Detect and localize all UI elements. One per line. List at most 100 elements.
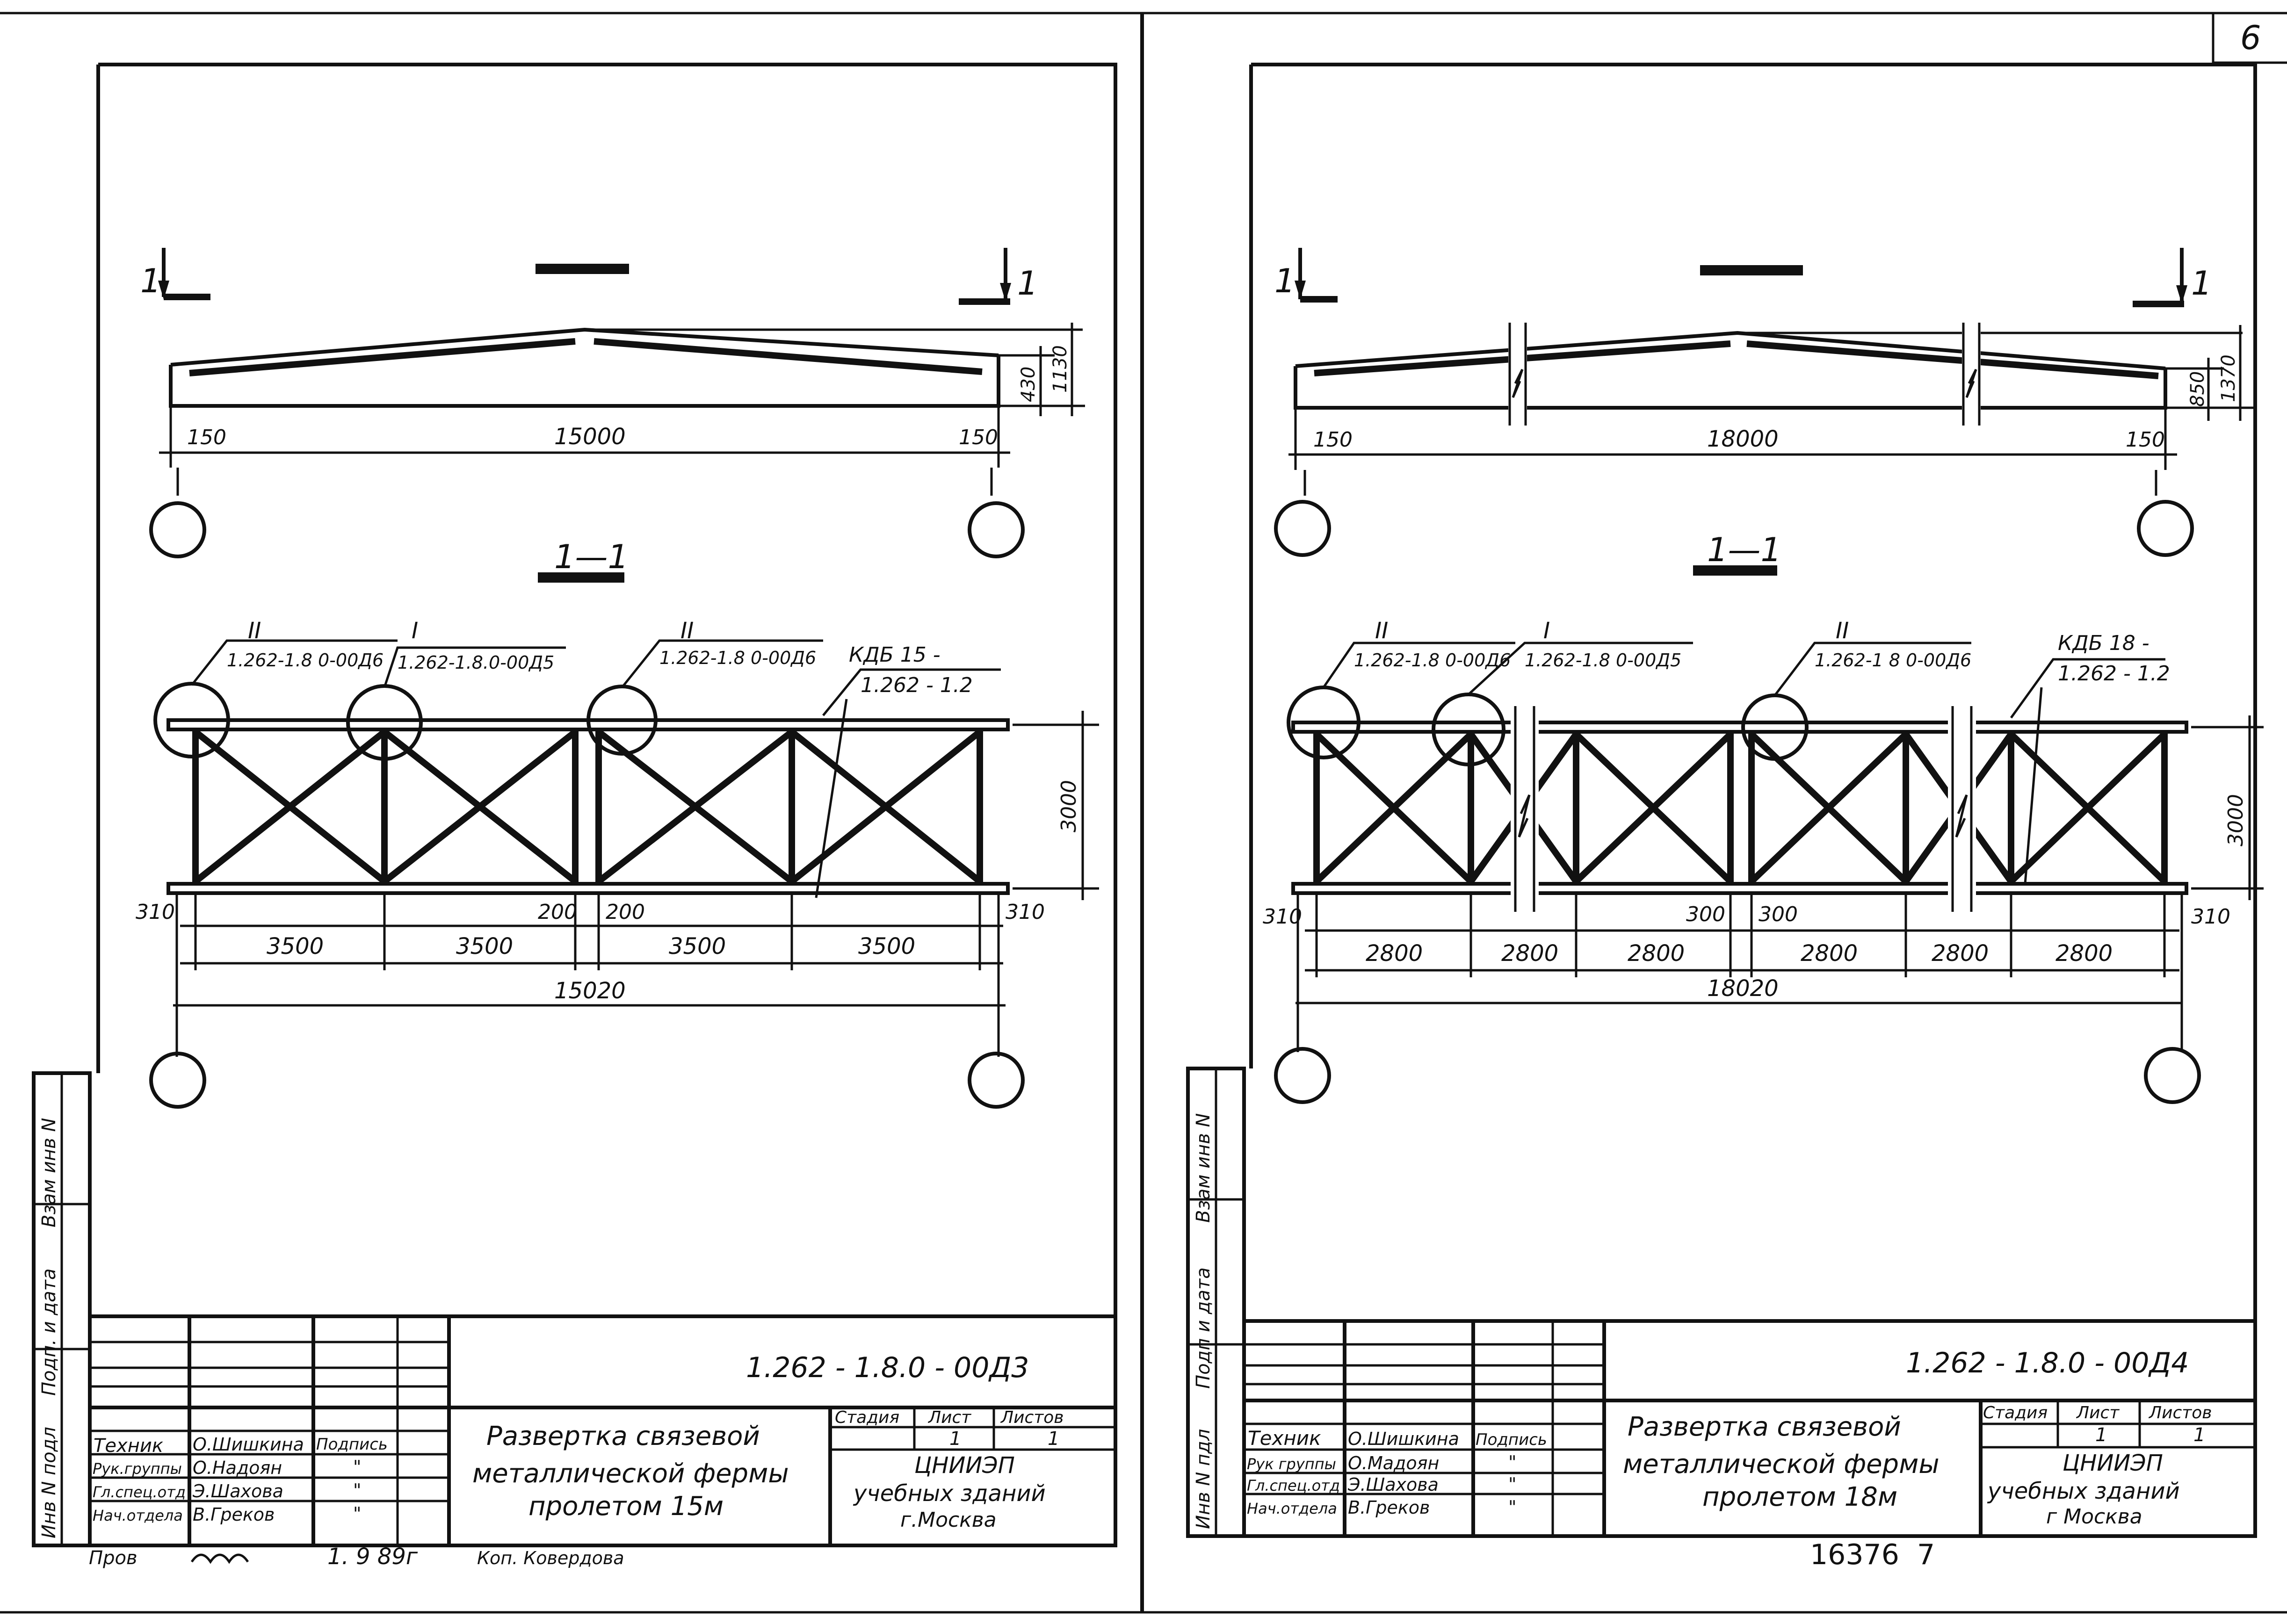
side-strip-left: Инв N подл Подп. и дата Взам инв N: [32, 1071, 92, 1547]
callout-code: 1.262-1.8 0-00Д6: [1354, 650, 1511, 671]
section-height: 3000: [2224, 794, 2248, 846]
org-line: г Москва: [2046, 1505, 2142, 1529]
sheets-value: 1: [2193, 1424, 2205, 1446]
panel-dim: 3500: [858, 933, 915, 960]
org-line: ЦНИИЭП: [2063, 1450, 2163, 1476]
sign-mark: ": [1508, 1452, 1516, 1472]
end-height-right: 850: [2187, 371, 2208, 407]
check-date: 1. 9 89г: [327, 1544, 418, 1570]
section-mark-left: 1: [140, 262, 161, 300]
callout-code: 1.262-1.8 0-00Д5: [1525, 650, 1681, 671]
frame-left: [90, 63, 1117, 1547]
kdb-code: 1.262 - 1.2: [861, 673, 973, 697]
sheet-left: Инв N подл Подп. и дата Взам инв N 1 1: [32, 63, 1117, 1570]
title-line: Развертка связевой: [486, 1421, 760, 1451]
stamp-role: Техник: [94, 1435, 163, 1457]
callout-roman: I: [412, 618, 418, 644]
panel-dim: 3500: [267, 933, 324, 960]
title-block-right: 1.262 - 1.8.0 - 00Д4 Техник Рук группы Г…: [1244, 1319, 2255, 1536]
section-height: 3000: [1057, 780, 1081, 832]
section-mark-right: 1: [2191, 264, 2212, 303]
sheet-value: 1: [2095, 1424, 2107, 1446]
title-line: металлической фермы: [1623, 1449, 1940, 1480]
archive-number: 16376 7: [1810, 1538, 1935, 1571]
overhang-left: 310: [136, 900, 175, 924]
section-title: 1—1: [554, 538, 629, 576]
section-mark-left: 1: [1274, 262, 1295, 300]
axis-marker: [2137, 500, 2194, 557]
stamp-name: Э.Шахова: [1347, 1474, 1439, 1495]
stamp-name: О.Шишкина: [193, 1434, 304, 1455]
sheets-label: Листов: [1000, 1408, 1064, 1427]
callout-roman: II: [1375, 618, 1388, 644]
checked-by: Пров: [89, 1547, 138, 1569]
panel-dim: 2800: [1932, 940, 1989, 967]
stamp-role: Гл.спец.отд: [93, 1483, 186, 1501]
side-label-sign: Подп и дата: [1193, 1267, 1214, 1389]
stamp-name: Э.Шахова: [192, 1481, 283, 1501]
axis-marker: [968, 501, 1025, 558]
sign-mark: ": [1508, 1497, 1516, 1517]
section-right: 1—1: [1263, 531, 2264, 1104]
overhang-left: 310: [1263, 905, 1302, 929]
ridge-height-right: 1370: [2218, 354, 2239, 402]
page-number-box: 6: [2212, 13, 2287, 64]
stamp-name: О.Шишкина: [1348, 1429, 1459, 1449]
total-dim: 18020: [1707, 975, 1779, 1002]
gap-right: 200: [606, 900, 645, 924]
axis-marker: [2144, 1047, 2201, 1104]
stage-label: Стадия: [835, 1408, 899, 1427]
title-block-left: 1.262 - 1.8.0 - 00Д3 Техник Рук.группы Г…: [90, 1314, 1115, 1545]
overhang-right: 310: [2191, 905, 2230, 929]
sign-header: Подпись: [316, 1435, 388, 1454]
callout-roman: II: [1836, 618, 1849, 644]
span-dim: 18000: [1707, 426, 1779, 452]
sheet-right: Инв N пдл Подп и дата Взам инв N: [1186, 63, 2264, 1571]
title-line: Развертка связевой: [1628, 1412, 1901, 1442]
section-left: 1—1: [136, 538, 1099, 1109]
end-left-dim: 150: [1313, 428, 1353, 452]
side-label-replace: Взам инв N: [38, 1118, 60, 1227]
signature: [190, 1553, 249, 1564]
axis-marker: [1274, 1047, 1331, 1104]
stamp-role: Рук.группы: [93, 1460, 182, 1478]
side-label-replace: Взам инв N: [1193, 1113, 1214, 1223]
org-line: ЦНИИЭП: [914, 1452, 1015, 1479]
stamp-role: Нач.отдела: [1247, 1500, 1337, 1517]
panel-dim: 3500: [456, 933, 513, 960]
panel-dim: 2800: [2055, 940, 2113, 967]
kdb-label: КДБ 18 -: [2058, 631, 2149, 655]
drawing-code: 1.262 - 1.8.0 - 00Д4: [1906, 1347, 2189, 1379]
callout-roman: II: [248, 618, 261, 644]
stamp-role: Гл.спец.отд: [1247, 1477, 1340, 1494]
copy-by: Коп. Ковердова: [477, 1548, 624, 1568]
sign-mark: ": [353, 1480, 361, 1501]
panel-dim: 2800: [1628, 940, 1685, 967]
title-line: металлической фермы: [472, 1458, 789, 1489]
callout-roman: I: [1543, 618, 1550, 644]
side-strip-right: Инв N пдл Подп и дата Взам инв N: [1186, 1067, 1246, 1538]
callout-code: 1.262-1.8.0-00Д5: [398, 652, 554, 673]
sign-mark: ": [1508, 1474, 1516, 1494]
callout-code: 1.262-1.8 0-00Д6: [659, 648, 816, 668]
sheets-value: 1: [1048, 1428, 1059, 1450]
end-right-dim: 150: [2126, 428, 2165, 452]
section-title: 1—1: [1707, 531, 1781, 569]
ridge-height-left: 1130: [1049, 345, 1071, 393]
total-dim: 15020: [554, 978, 626, 1004]
panel-dim: 2800: [1801, 940, 1858, 967]
panel-dim: 3500: [669, 933, 726, 960]
stamp-name: В.Греков: [1348, 1497, 1430, 1518]
kdb-code: 1.262 - 1.2: [2058, 662, 2170, 686]
page-number: 6: [2240, 19, 2261, 57]
stamp-role: Рук группы: [1247, 1455, 1336, 1473]
org-line: учебных зданий: [1987, 1478, 2180, 1504]
frame-right: [1244, 63, 2257, 1538]
elevation-right: 1 1 850 1370 150 18000 150: [1274, 248, 2254, 557]
stamp-name: О.Надоян: [193, 1458, 282, 1478]
end-right-dim: 150: [959, 426, 998, 449]
sign-header: Подпись: [1476, 1430, 1547, 1449]
callout-code: 1.262-1 8 0-00Д6: [1815, 650, 1971, 671]
detail-circle: [1741, 693, 1809, 761]
